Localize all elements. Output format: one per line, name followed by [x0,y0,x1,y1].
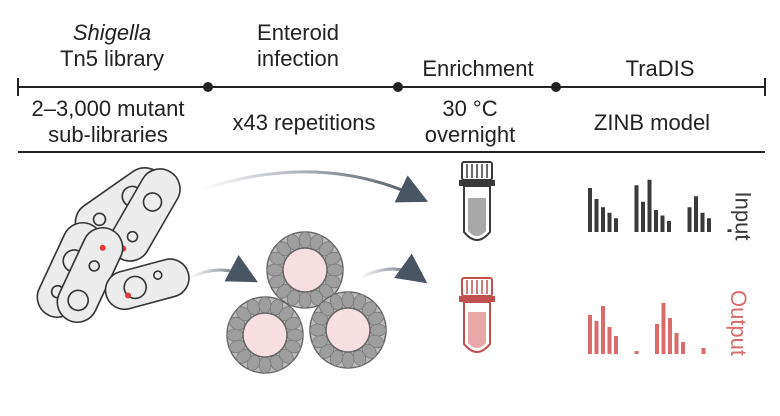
timeline-node-1 [203,82,213,92]
input-bars-bar [654,210,658,232]
detail-library: 2–3,000 mutant sub-libraries [31,96,185,147]
input-bars [588,179,732,232]
output-bars-bar [594,321,599,354]
output-bars-bar [655,324,659,354]
input-bars-bar [594,199,599,232]
output-tube [459,277,495,353]
output-bars-bar [634,351,639,354]
bacteria-cluster [36,166,190,323]
input-bars-bar [660,215,665,232]
input-bars-bar [634,185,639,232]
input-bars-bar [601,207,605,232]
input-bars-bar [707,218,711,232]
input-bars-bar [588,188,592,232]
output-bars-bar [588,315,592,354]
input-bars-bar [641,201,645,232]
detail-tradis: ZINB model [593,110,711,135]
bacterium-5 [104,258,190,311]
output-bars-bar [614,336,618,354]
step-label-tradis: TraDIS [625,56,695,81]
input-bars-bar [607,212,612,232]
input-bars-bar [647,179,652,232]
output-bars-bar [701,348,706,354]
input-bars-bar [614,218,618,232]
enteroid-2 [226,296,304,374]
output-bars-bar [601,306,605,354]
step-label-infection: Enteroid infection [257,20,339,71]
input-bars-bar [687,207,692,232]
detail-enrichment: 30 °C overnight [424,96,516,147]
output-bars-bar [607,327,612,354]
arrow-library-to-input [199,170,429,203]
output-bars-bar [674,333,679,354]
enteroids [226,231,387,374]
input-bars-bar [694,196,698,232]
output-bars-bar [661,303,666,354]
bacterium-4 [56,227,124,323]
enteroid-1 [266,231,344,309]
enteroid-3 [309,291,387,369]
arrow-enteroids-to-output [359,253,428,284]
step-label-library: Shigella Tn5 library [60,20,164,71]
output-bars-bar [681,342,685,354]
input-bars-bar [700,212,705,232]
step-label-enrichment: Enrichment [422,56,534,81]
input-bars-bar [667,221,671,232]
input-label: Input [730,191,756,241]
input-bars-bar [727,229,732,232]
timeline-node-3 [551,82,561,92]
input-tube [459,161,495,241]
timeline-node-2 [393,82,403,92]
output-label: Output [726,289,752,357]
detail-infection: x43 repetitions [232,110,376,135]
output-bars [588,303,706,354]
bacterium-2 [109,168,181,262]
arrow-library-to-enteroids [189,254,258,283]
output-bars-bar [668,318,672,354]
